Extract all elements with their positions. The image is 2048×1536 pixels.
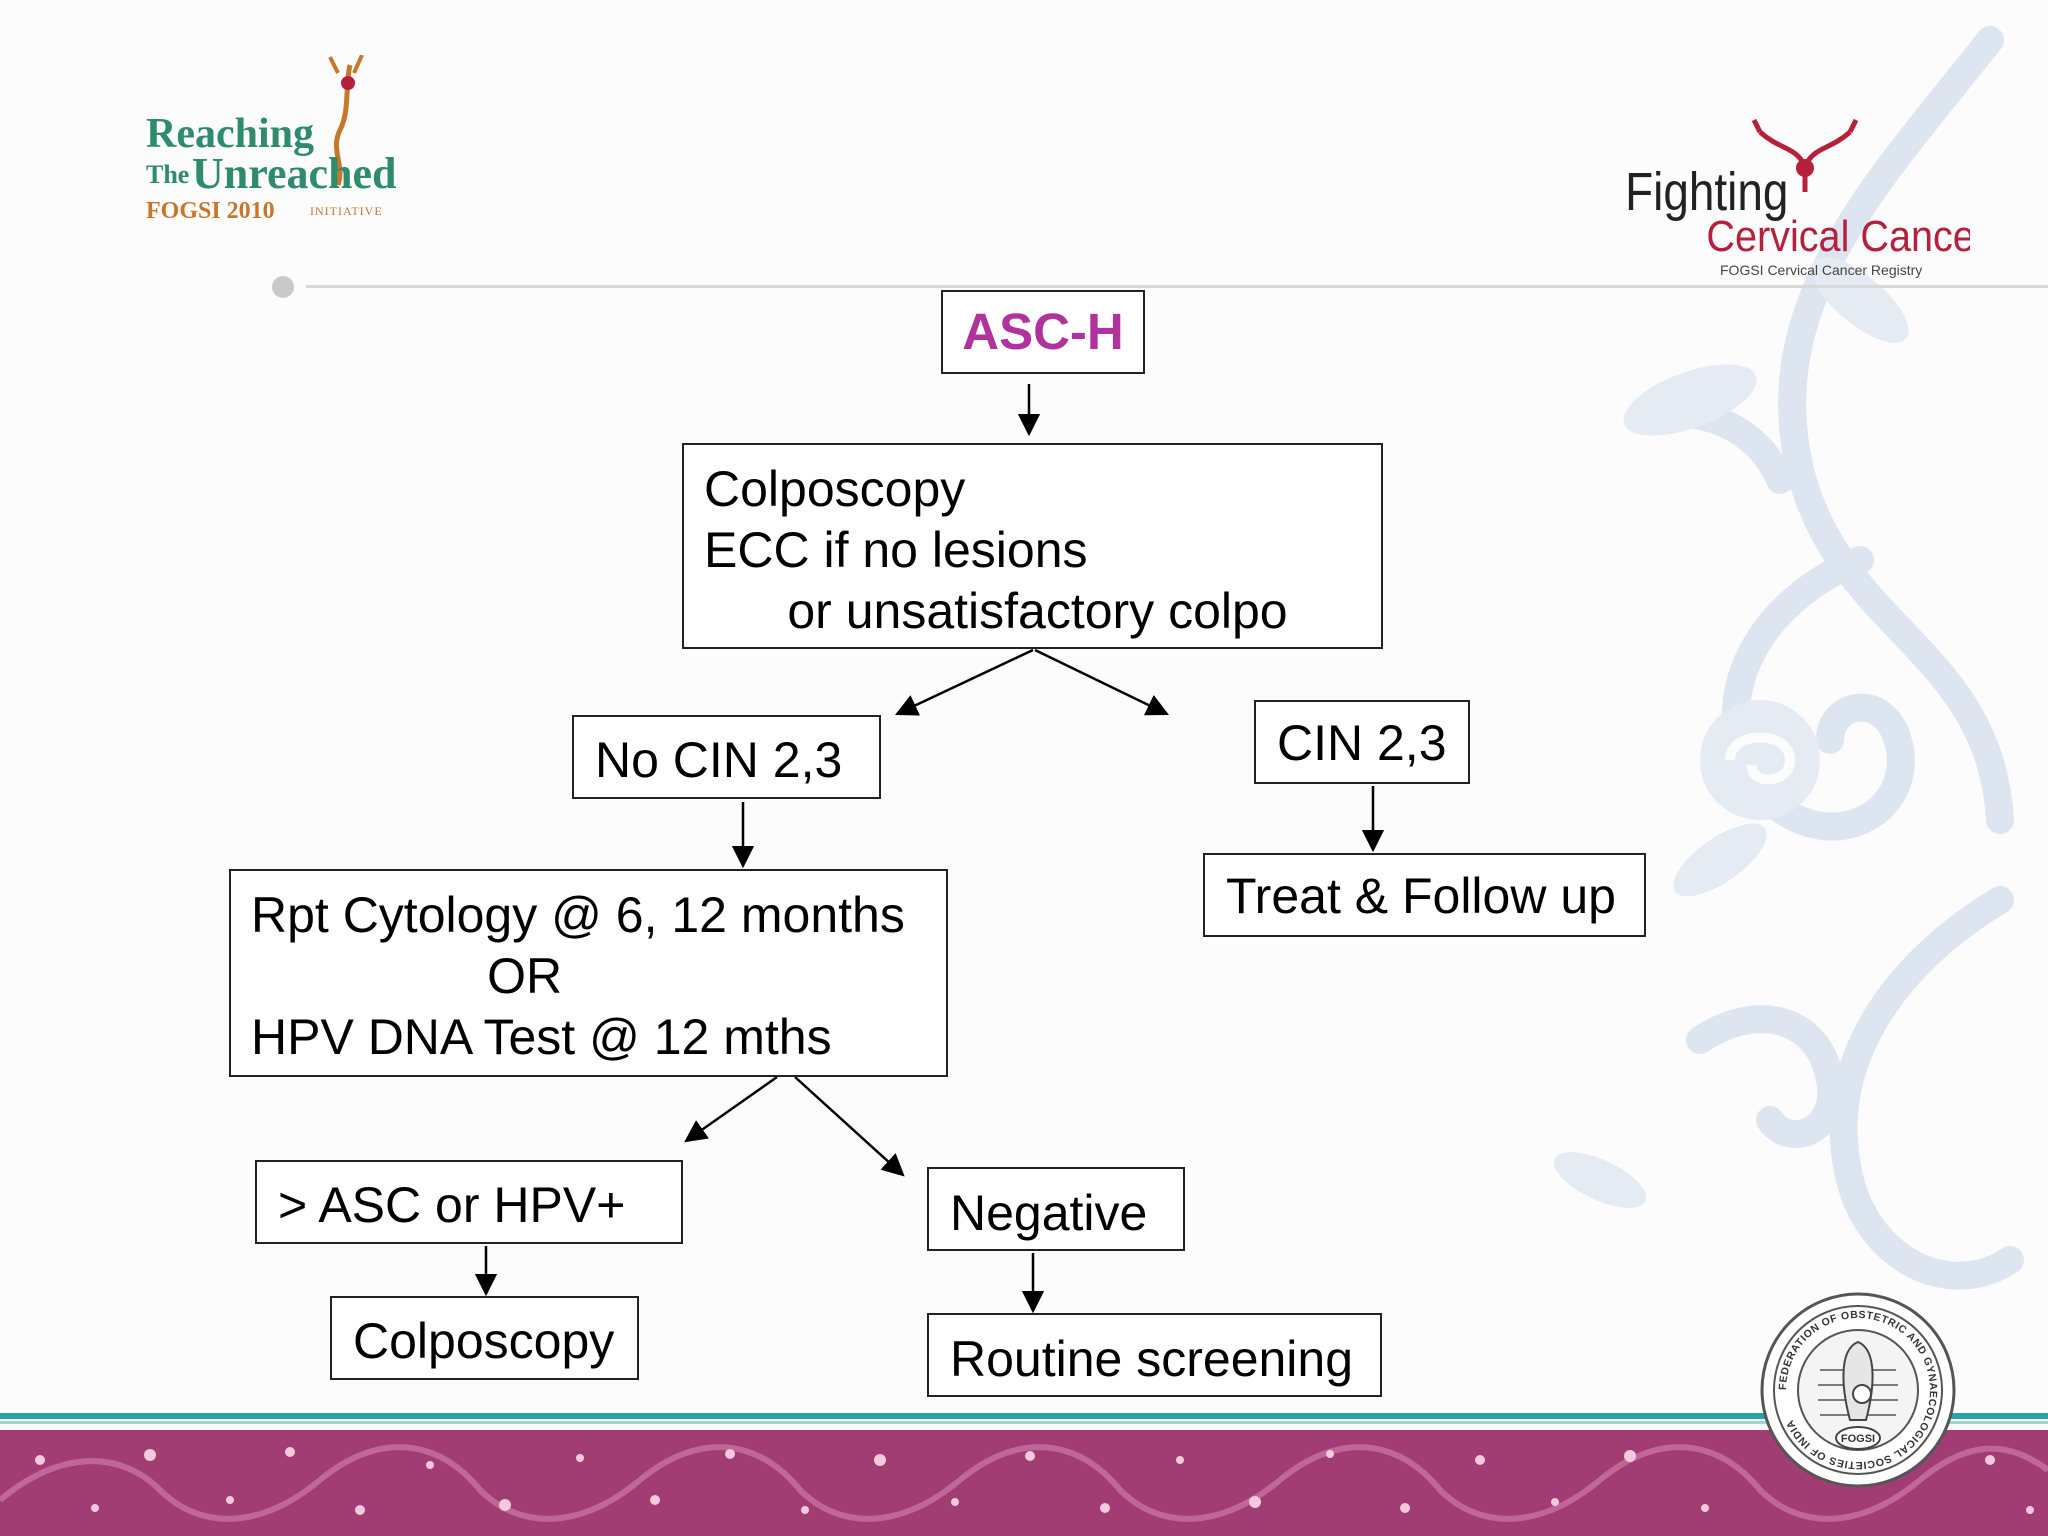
header-rule-dot: [272, 276, 294, 298]
flow-node-asc-h: ASC-H: [941, 290, 1145, 374]
svg-text:FOGSI: FOGSI: [1841, 1433, 1875, 1445]
svg-text:FOGSI 2010: FOGSI 2010: [146, 198, 275, 224]
svg-text:INITIATIVE: INITIATIVE: [310, 204, 383, 218]
svg-text:Unreached: Unreached: [192, 149, 397, 198]
flow-node-colposcopy-final: Colposcopy: [330, 1296, 639, 1380]
arrow-colposcopy-to-cin: [1034, 648, 1170, 716]
header-rule: [306, 285, 2048, 288]
svg-text:The: The: [146, 160, 189, 189]
flow-node-repeat-cytology: Rpt Cytology @ 6, 12 months OR HPV DNA T…: [229, 869, 948, 1077]
flow-node-asc-or-hpv-positive: > ASC or HPV+: [255, 1160, 683, 1244]
flow-node-asc-h-label: ASC-H: [962, 303, 1124, 360]
fighting-cervical-cancer-logo: Fighting Cervical Cancer FOGSI Cervical …: [1625, 118, 1970, 278]
arrow-rpt-to-negative: [794, 1076, 905, 1177]
flow-node-routine-label: Routine screening: [950, 1331, 1354, 1387]
flow-node-colposcopy-label: Colposcopy: [353, 1313, 615, 1369]
flow-node-no-cin: No CIN 2,3: [572, 715, 881, 799]
flow-node-cin-label: CIN 2,3: [1277, 715, 1447, 771]
arrow-rpt-to-positive: [684, 1075, 778, 1143]
footer-teal-line-light: [0, 1421, 2048, 1424]
flow-node-asc-label: > ASC or HPV+: [278, 1177, 626, 1233]
flow-node-line: OR: [251, 948, 563, 1004]
flow-node-colposcopy-ecc: Colposcopy ECC if no lesions or unsatisf…: [682, 443, 1383, 649]
footer-teal-line: [0, 1413, 2048, 1419]
flow-node-no-cin-label: No CIN 2,3: [595, 732, 843, 788]
flow-node-line: Rpt Cytology @ 6, 12 months: [251, 887, 905, 943]
flow-node-routine-screening: Routine screening: [927, 1313, 1382, 1397]
flow-node-line: HPV DNA Test @ 12 mths: [251, 1009, 832, 1065]
svg-text:FOGSI Cervical Cancer Registry: FOGSI Cervical Cancer Registry: [1720, 262, 1922, 278]
svg-text:Reaching: Reaching: [146, 111, 314, 157]
flow-node-negative: Negative: [927, 1167, 1185, 1251]
flow-node-treat-follow-up: Treat & Follow up: [1203, 853, 1646, 937]
flow-node-line: Colposcopy: [704, 461, 966, 517]
footer-pattern-band: [0, 1430, 2048, 1536]
svg-text:Cervical Cancer: Cervical Cancer: [1706, 211, 1970, 260]
flow-node-cin: CIN 2,3: [1254, 700, 1470, 784]
arrow-colposcopy-to-no-cin: [894, 648, 1034, 716]
flow-node-negative-label: Negative: [950, 1185, 1148, 1241]
fogsi-seal: FEDERATION OF OBSTETRIC AND GYNAECOLOGIC…: [1760, 1292, 1956, 1488]
flow-node-treat-label: Treat & Follow up: [1226, 868, 1616, 924]
reaching-the-unreached-logo: Reaching The Unreached FOGSI 2010 INITIA…: [146, 55, 397, 224]
svg-text:Fighting: Fighting: [1625, 162, 1788, 222]
flow-node-line: or unsatisfactory colpo: [704, 583, 1288, 639]
flow-node-line: ECC if no lesions: [704, 522, 1088, 578]
